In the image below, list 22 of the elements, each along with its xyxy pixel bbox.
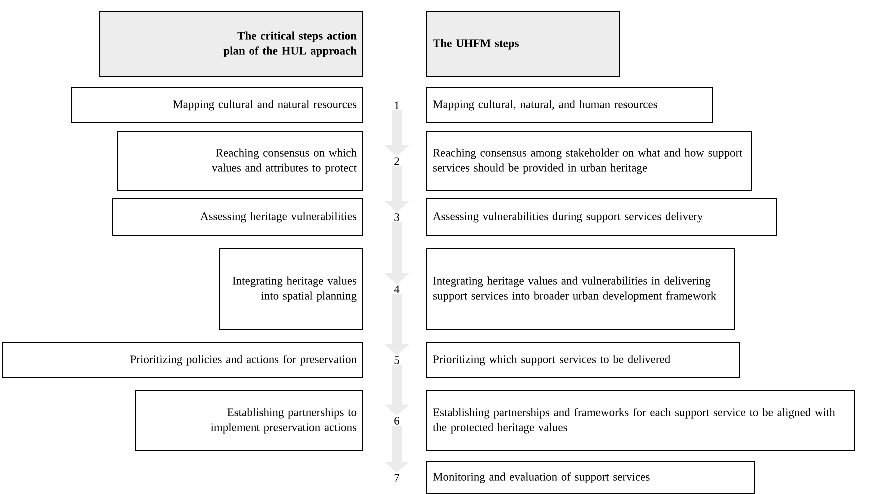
header-box: The UHFM steps <box>426 12 620 78</box>
step-number: 4 <box>394 286 400 294</box>
step-number: 1 <box>395 102 400 110</box>
step-number: 3 <box>394 214 400 222</box>
step-number: 5 <box>394 356 400 364</box>
step-box: Establishing partnerships to implement preservation actions <box>136 390 364 452</box>
step-box: Integrating heritage values and vulnerabilities in delivering support services into broader urban development framework <box>426 248 736 330</box>
step-box: Mapping cultural, natural, and human resources <box>426 87 714 124</box>
step-box: Reaching consensus among stakeholder on what and how support services should be provided in urban heritage <box>426 131 752 192</box>
step-box: Assessing vulnerabilities during support services delivery <box>426 198 778 236</box>
step-number: 6 <box>394 417 400 425</box>
header-box: The critical steps action plan of the HUL approach <box>100 12 364 78</box>
step-box: Prioritizing policies and actions for preservation <box>2 342 364 378</box>
step-box: Mapping cultural and natural resources <box>72 87 364 124</box>
step-number: 7 <box>394 474 400 482</box>
step-number: 2 <box>394 158 400 166</box>
step-box: Establishing partnerships and frameworks for each support service to be aligned with the protected heritage values <box>426 390 856 452</box>
step-box: Integrating heritage values into spatial planning <box>220 248 364 330</box>
step-box: Assessing heritage vulnerabilities <box>112 198 364 236</box>
step-box: Monitoring and evaluation of support services <box>426 461 756 494</box>
step-box: Reaching consensus on which values and attributes to protect <box>118 131 364 192</box>
step-box: Prioritizing which support services to be delivered <box>426 342 740 378</box>
